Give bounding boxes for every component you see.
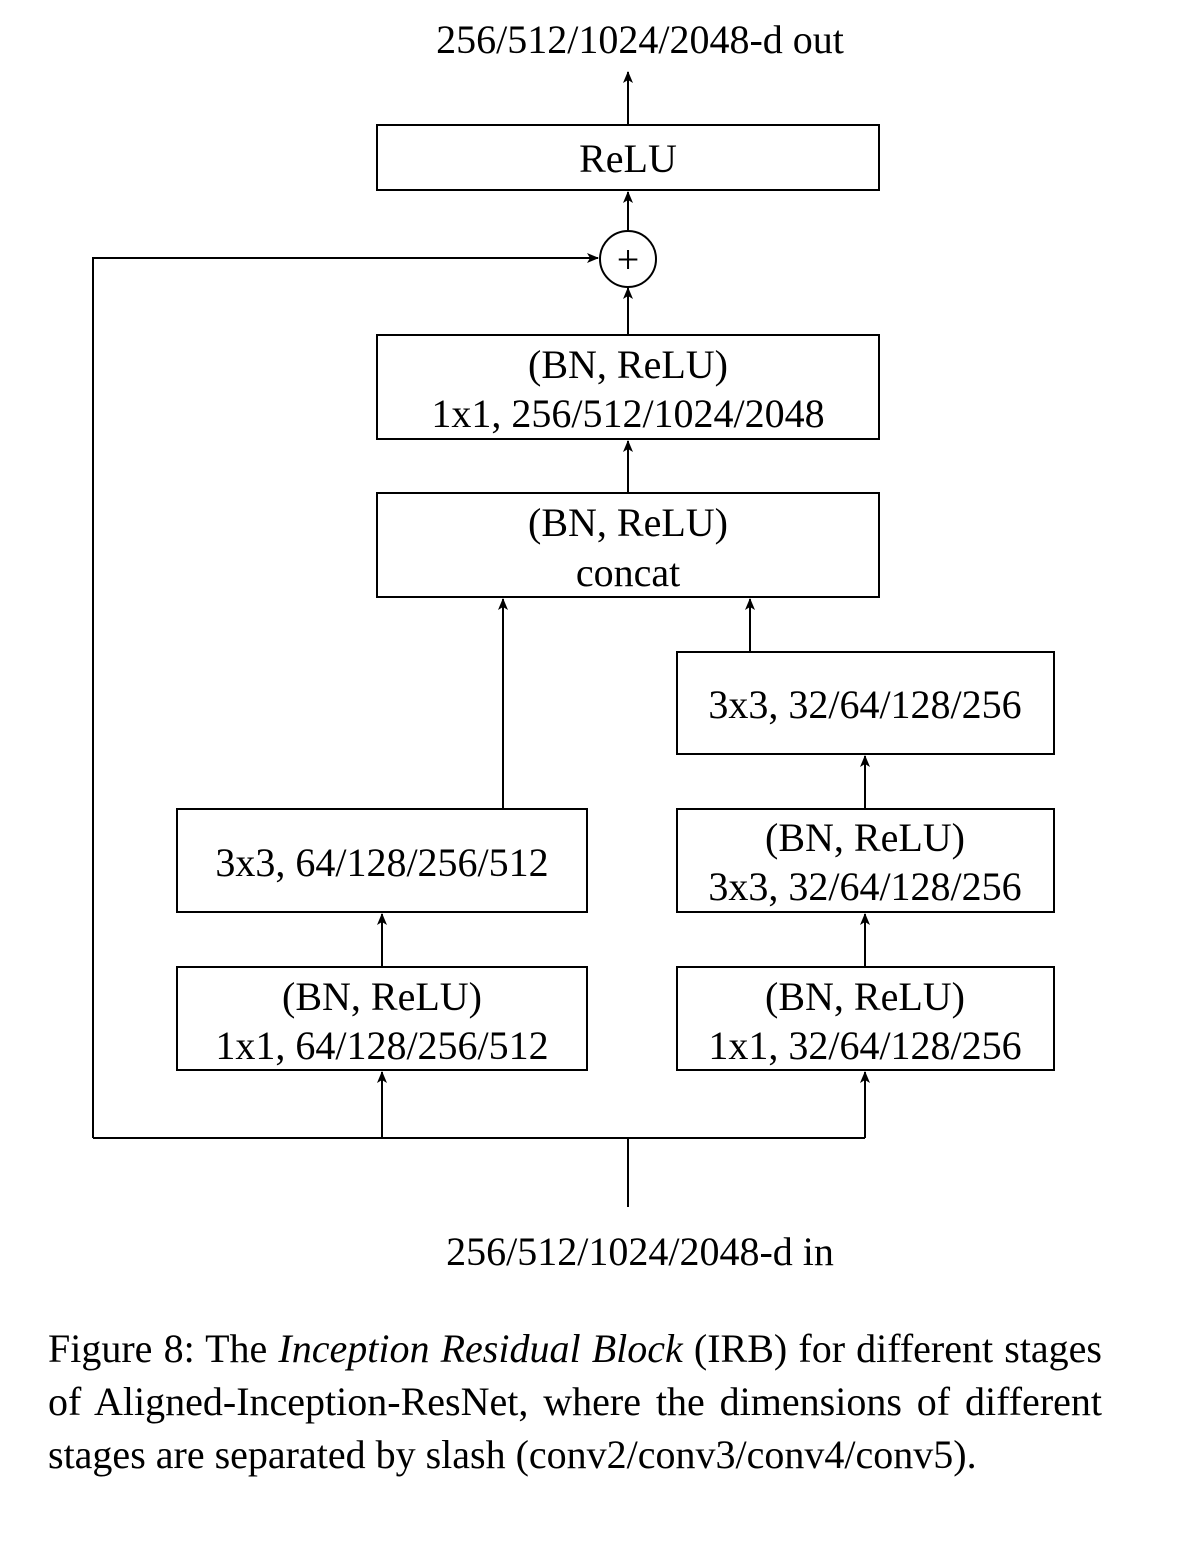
right-3x3-mid-line1: (BN, ReLU): [765, 815, 965, 860]
left-1x1-line2: 1x1, 64/128/256/512: [215, 1023, 548, 1068]
left-1x1-box: [176, 966, 588, 1071]
right-3x3-top-label: 3x3, 32/64/128/256: [708, 682, 1021, 727]
final-conv-line2: 1x1, 256/512/1024/2048: [431, 391, 824, 436]
right-1x1-box: [676, 966, 1055, 1071]
left-3x3-label: 3x3, 64/128/256/512: [215, 840, 548, 885]
input-label: 256/512/1024/2048-d in: [446, 1229, 834, 1274]
relu-box: [376, 124, 880, 191]
right-1x1-line1: (BN, ReLU): [765, 974, 965, 1019]
concat-box: [376, 492, 880, 598]
left-3x3-box: [176, 808, 588, 913]
right-3x3-mid-box: [676, 808, 1055, 913]
left-1x1-line1: (BN, ReLU): [282, 974, 482, 1019]
final-conv-box: [376, 334, 880, 440]
relu-box-label: ReLU: [579, 136, 677, 181]
irb-diagram: 256/512/1024/2048-d out ReLU + (BN, ReLU…: [92, 17, 1055, 1274]
caption-prefix: Figure 8: The: [48, 1326, 279, 1371]
right-1x1-line2: 1x1, 32/64/128/256: [708, 1023, 1021, 1068]
concat-line1: (BN, ReLU): [528, 500, 728, 545]
shortcut-connection: [92, 253, 599, 1138]
sum-symbol: +: [617, 237, 640, 282]
figure-caption: Figure 8: The Inception Residual Block (…: [48, 1322, 1102, 1481]
caption-rest: (IRB) for different stages of Aligned-In…: [48, 1326, 1103, 1477]
right-3x3-top-box: [676, 651, 1055, 755]
concat-line2: concat: [576, 550, 680, 595]
right-3x3-mid-line2: 3x3, 32/64/128/256: [708, 864, 1021, 909]
caption-title: Inception Residual Block: [278, 1326, 683, 1371]
output-label: 256/512/1024/2048-d out: [436, 17, 844, 62]
final-conv-line1: (BN, ReLU): [528, 342, 728, 387]
